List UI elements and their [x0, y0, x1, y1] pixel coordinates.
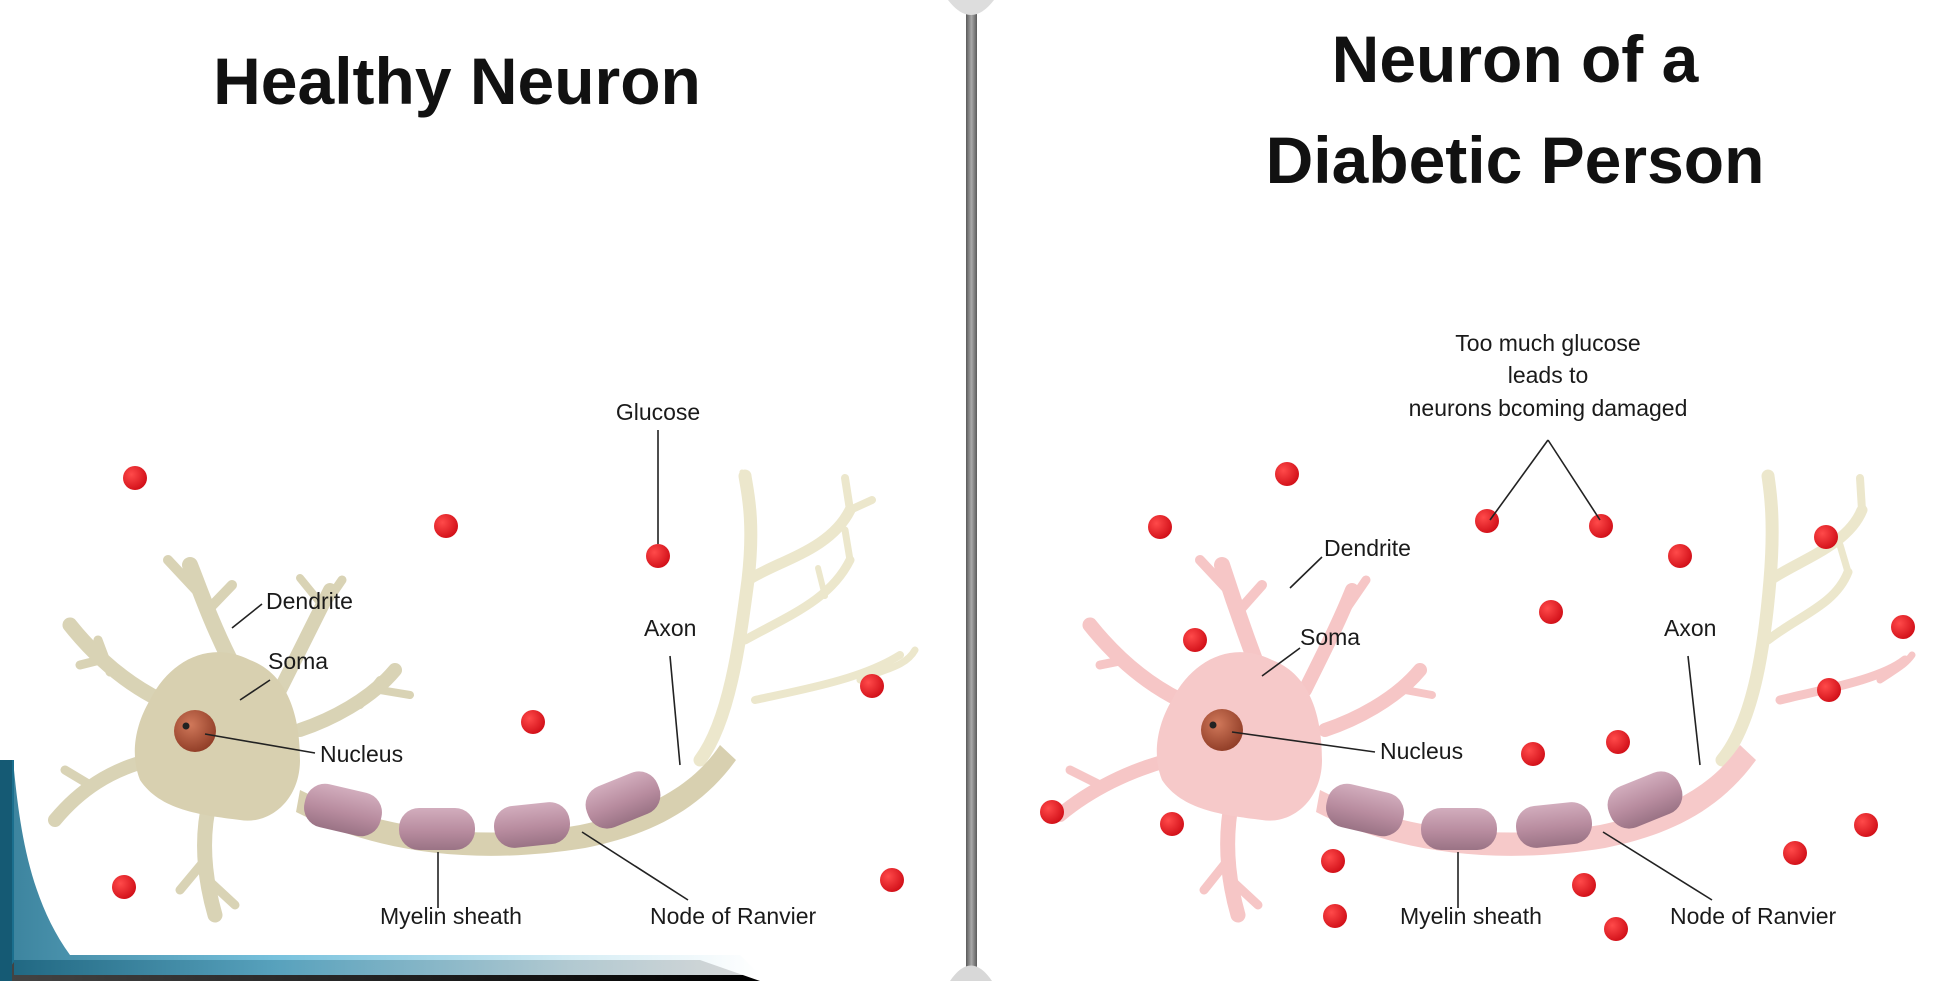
diabetic-nucleus — [1201, 709, 1243, 751]
right-nucleus-label: Nucleus — [1380, 738, 1463, 764]
right-dendrite-label: Dendrite — [1324, 535, 1411, 561]
left-myelin-sheath-label: Myelin sheath — [380, 903, 522, 929]
annotation-line2: leads to — [1508, 362, 1589, 388]
healthy-nucleus — [174, 710, 216, 752]
annotation-line1: Too much glucose — [1455, 330, 1640, 356]
left-dendrite-label: Dendrite — [266, 588, 353, 614]
right-panel-title-line2: Diabetic Person — [1266, 123, 1765, 197]
right-soma-label: Soma — [1300, 624, 1360, 650]
right-node-of-ranvier-label: Node of Ranvier — [1670, 903, 1837, 929]
left-node-of-ranvier-label: Node of Ranvier — [650, 903, 817, 929]
right-myelin-sheath-label: Myelin sheath — [1400, 903, 1542, 929]
annotation-line3: neurons bcoming damaged — [1409, 395, 1688, 421]
left-soma-label: Soma — [268, 648, 328, 674]
right-axon-label: Axon — [1664, 615, 1716, 641]
left-nucleus-label: Nucleus — [320, 741, 403, 767]
left-glucose-label: Glucose — [616, 399, 700, 425]
right-panel-title-line1: Neuron of a — [1332, 22, 1700, 96]
left-axon-label: Axon — [644, 615, 696, 641]
left-panel-title: Healthy Neuron — [213, 44, 701, 118]
